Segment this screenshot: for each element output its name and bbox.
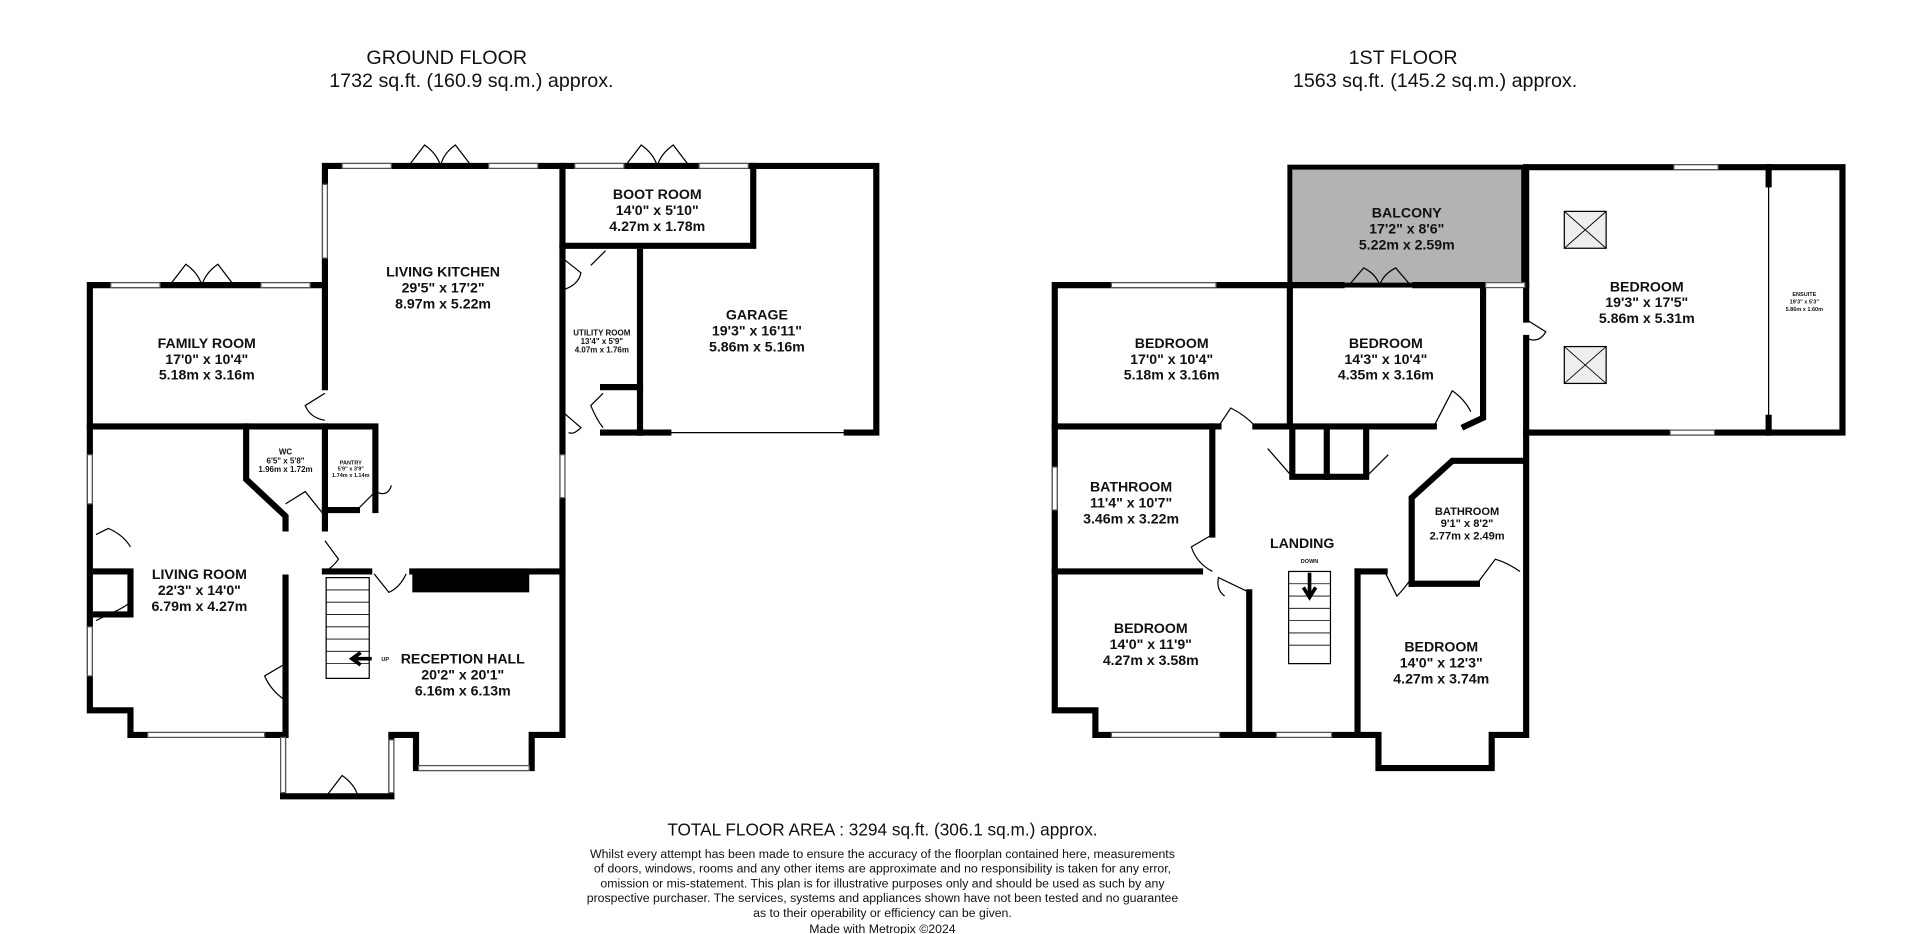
svg-text:ENSUITE: ENSUITE <box>1792 292 1816 298</box>
svg-text:BALCONY: BALCONY <box>1372 205 1442 221</box>
skylight-icon <box>1563 345 1607 385</box>
room-bedroom-2: BEDROOM 17'0" x 10'4" 5.18m x 3.16m <box>1124 335 1220 383</box>
svg-text:14'0" x 12'3": 14'0" x 12'3" <box>1400 654 1483 670</box>
svg-text:1.96m x 1.72m: 1.96m x 1.72m <box>258 465 312 474</box>
svg-text:5.86m x 1.60m: 5.86m x 1.60m <box>1786 307 1824 313</box>
svg-text:4.35m x 3.16m: 4.35m x 3.16m <box>1338 367 1434 383</box>
svg-text:of doors, windows, rooms and a: of doors, windows, rooms and any other i… <box>594 862 1171 876</box>
svg-text:BATHROOM: BATHROOM <box>1090 479 1172 495</box>
svg-text:BEDROOM: BEDROOM <box>1404 638 1478 654</box>
svg-text:LIVING KITCHEN: LIVING KITCHEN <box>386 264 500 280</box>
svg-text:17'0" x 10'4": 17'0" x 10'4" <box>165 351 248 367</box>
svg-text:11'4" x 10'7": 11'4" x 10'7" <box>1090 495 1172 511</box>
svg-text:14'0" x 5'10": 14'0" x 5'10" <box>616 202 699 218</box>
balcony <box>1287 164 1527 288</box>
svg-text:29'5" x 17'2": 29'5" x 17'2" <box>402 279 485 295</box>
svg-text:5'9" x 3'9": 5'9" x 3'9" <box>338 467 365 473</box>
room-living-room: LIVING ROOM 22'3" x 14'0" 6.79m x 4.27m <box>151 566 247 614</box>
first-floor-plan: DOWN <box>1051 164 1846 772</box>
svg-text:omission or mis-statement. Thi: omission or mis-statement. This plan is … <box>600 876 1165 890</box>
svg-text:5.86m x 5.31m: 5.86m x 5.31m <box>1599 310 1695 326</box>
svg-text:13'4" x 5'9": 13'4" x 5'9" <box>581 337 624 346</box>
svg-text:5.86m x 5.16m: 5.86m x 5.16m <box>709 338 805 354</box>
ground-floor-plan: UP <box>86 144 880 800</box>
svg-text:4.27m x 3.74m: 4.27m x 3.74m <box>1393 670 1489 686</box>
svg-text:19'3" x 17'5": 19'3" x 17'5" <box>1605 294 1688 310</box>
svg-text:FAMILY ROOM: FAMILY ROOM <box>158 335 256 351</box>
room-bedroom-3: BEDROOM 14'3" x 10'4" 4.35m x 3.16m <box>1338 335 1434 383</box>
room-garage: GARAGE 19'3" x 16'11" 5.86m x 5.16m <box>709 307 805 355</box>
stair-up-label: UP <box>381 657 389 663</box>
svg-text:5.22m x 2.59m: 5.22m x 2.59m <box>1359 236 1455 252</box>
svg-text:6.79m x 4.27m: 6.79m x 4.27m <box>151 598 247 614</box>
room-utility-room: UTILITY ROOM 13'4" x 5'9" 4.07m x 1.76m <box>573 329 630 355</box>
svg-text:19'3" x 5'3": 19'3" x 5'3" <box>1790 300 1820 306</box>
svg-text:BEDROOM: BEDROOM <box>1349 335 1423 351</box>
ground-floor-area: 1732 sq.ft. (160.9 sq.m.) approx. <box>329 70 613 92</box>
first-floor-area: 1563 sq.ft. (145.2 sq.m.) approx. <box>1293 70 1577 92</box>
svg-text:as to their operability or eff: as to their operability or efficiency ca… <box>753 906 1012 920</box>
room-bathroom: BATHROOM 11'4" x 10'7" 3.46m x 3.22m <box>1083 479 1179 527</box>
disclaimer: Whilst every attempt has been made to en… <box>587 847 1179 920</box>
svg-text:3.46m x 3.22m: 3.46m x 3.22m <box>1083 511 1179 527</box>
svg-text:9'1" x 8'2": 9'1" x 8'2" <box>1441 518 1494 530</box>
room-pantry: PANTRY 5'9" x 3'9" 1.74m x 1.14m <box>332 461 370 479</box>
svg-text:BATHROOM: BATHROOM <box>1435 506 1499 518</box>
svg-text:GARAGE: GARAGE <box>726 307 788 323</box>
total-floor-area: TOTAL FLOOR AREA : 3294 sq.ft. (306.1 sq… <box>667 820 1097 840</box>
room-reception-hall: RECEPTION HALL 20'2" x 20'1" 6.16m x 6.1… <box>401 651 525 699</box>
svg-text:17'0" x 10'4": 17'0" x 10'4" <box>1130 351 1213 367</box>
svg-text:6.16m x 6.13m: 6.16m x 6.13m <box>415 683 511 699</box>
svg-text:4.07m x 1.76m: 4.07m x 1.76m <box>575 346 629 355</box>
svg-text:19'3" x 16'11": 19'3" x 16'11" <box>712 323 802 339</box>
room-bedroom-5: BEDROOM 14'0" x 12'3" 4.27m x 3.74m <box>1393 638 1489 686</box>
first-floor-title: 1ST FLOOR <box>1349 47 1458 69</box>
svg-text:4.27m x 3.58m: 4.27m x 3.58m <box>1103 652 1199 668</box>
credit: Made with Metropix ©2024 <box>809 922 956 934</box>
svg-text:BEDROOM: BEDROOM <box>1114 620 1188 636</box>
svg-text:WC: WC <box>279 448 293 457</box>
room-landing: LANDING <box>1270 535 1334 551</box>
stair-arrow-icon <box>348 651 372 667</box>
room-bathroom-2: BATHROOM 9'1" x 8'2" 2.77m x 2.49m <box>1430 506 1505 543</box>
svg-text:BEDROOM: BEDROOM <box>1135 335 1209 351</box>
svg-text:5.18m x 3.16m: 5.18m x 3.16m <box>1124 367 1220 383</box>
svg-text:14'0" x 11'9": 14'0" x 11'9" <box>1110 636 1192 652</box>
svg-text:20'2" x 20'1": 20'2" x 20'1" <box>421 667 504 683</box>
svg-text:1.74m x 1.14m: 1.74m x 1.14m <box>332 473 370 479</box>
svg-text:BEDROOM: BEDROOM <box>1610 278 1684 294</box>
skylight-icon <box>1563 210 1607 249</box>
svg-text:prospective purchaser. The ser: prospective purchaser. The services, sys… <box>587 891 1179 905</box>
svg-text:PANTRY: PANTRY <box>340 461 362 467</box>
cupboard-doors <box>95 527 131 622</box>
room-bedroom-4: BEDROOM 14'0" x 11'9" 4.27m x 3.58m <box>1103 620 1199 668</box>
svg-text:RECEPTION HALL: RECEPTION HALL <box>401 651 525 667</box>
stair-down-label: DOWN <box>1301 559 1318 565</box>
room-living-kitchen: LIVING KITCHEN 29'5" x 17'2" 8.97m x 5.2… <box>386 264 500 312</box>
svg-text:UTILITY ROOM: UTILITY ROOM <box>573 329 630 338</box>
svg-text:2.77m x 2.49m: 2.77m x 2.49m <box>1430 531 1505 543</box>
svg-text:17'2" x 8'6": 17'2" x 8'6" <box>1369 221 1444 237</box>
svg-text:22'3" x 14'0": 22'3" x 14'0" <box>158 582 241 598</box>
room-balcony: BALCONY 17'2" x 8'6" 5.22m x 2.59m <box>1359 205 1455 253</box>
svg-text:BOOT ROOM: BOOT ROOM <box>613 186 702 202</box>
fireplace <box>412 571 530 593</box>
staircase <box>325 576 370 679</box>
svg-text:5.18m x 3.16m: 5.18m x 3.16m <box>159 367 255 383</box>
room-wc: WC 6'5" x 5'8" 1.96m x 1.72m <box>258 448 312 474</box>
svg-text:8.97m x 5.22m: 8.97m x 5.22m <box>395 295 491 311</box>
svg-text:4.27m x 1.78m: 4.27m x 1.78m <box>609 218 705 234</box>
room-boot-room: BOOT ROOM 14'0" x 5'10" 4.27m x 1.78m <box>609 186 705 234</box>
cupboard <box>92 568 134 618</box>
ground-floor-title: GROUND FLOOR <box>366 47 527 69</box>
svg-text:LIVING ROOM: LIVING ROOM <box>152 566 247 582</box>
svg-text:6'5" x 5'8": 6'5" x 5'8" <box>267 456 305 465</box>
room-ensuite: ENSUITE 19'3" x 5'3" 5.86m x 1.60m <box>1786 292 1824 313</box>
stair-arrow-icon <box>1301 572 1318 601</box>
room-master-bedroom: BEDROOM 19'3" x 17'5" 5.86m x 5.31m <box>1599 278 1695 326</box>
room-family-room: FAMILY ROOM 17'0" x 10'4" 5.18m x 3.16m <box>158 335 256 383</box>
svg-text:14'3" x 10'4": 14'3" x 10'4" <box>1344 351 1427 367</box>
svg-text:Whilst every attempt has been: Whilst every attempt has been made to en… <box>590 847 1175 861</box>
